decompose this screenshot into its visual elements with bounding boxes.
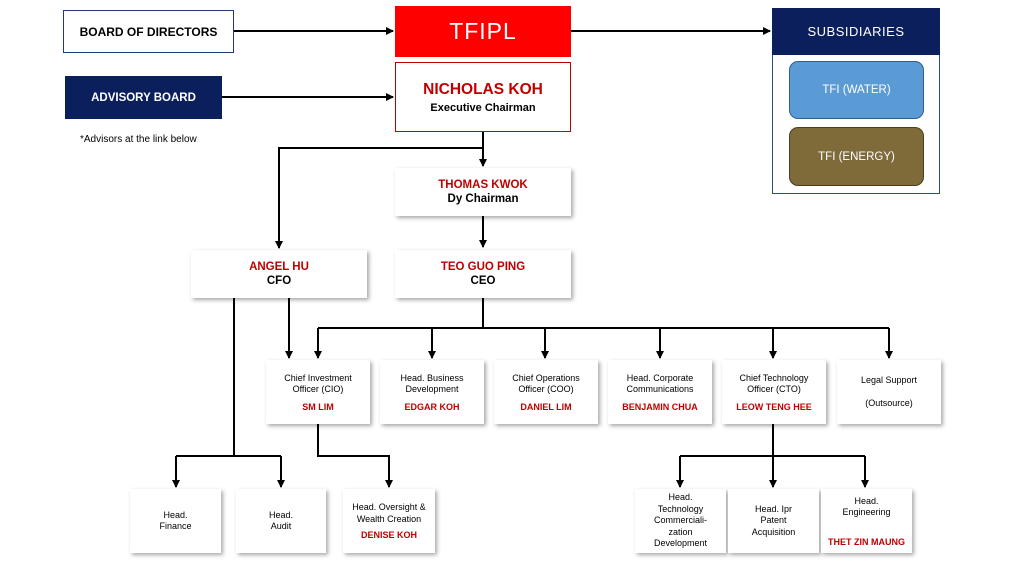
advisory-board-label: ADVISORY BOARD xyxy=(91,91,196,104)
cto-box: Chief Technology Officer (CTO) LEOW TENG… xyxy=(722,360,826,424)
coo-box: Chief Operations Officer (COO) DANIEL LI… xyxy=(494,360,598,424)
coo-title: Chief Operations Officer (COO) xyxy=(512,372,580,395)
advisory-board-box[interactable]: ADVISORY BOARD xyxy=(65,76,222,119)
cio-title: Chief Investment Officer (CIO) xyxy=(284,372,352,395)
corporate-communications-box: Head. Corporate Communications BENJAMIN … xyxy=(608,360,712,424)
cfo-role: CFO xyxy=(266,275,292,287)
subsidiary-water[interactable]: TFI (WATER) xyxy=(789,61,924,119)
subsidiaries-header: SUBSIDIARIES xyxy=(772,8,940,55)
audit-title: Head. Audit xyxy=(268,509,294,532)
finance-title: Head. Finance xyxy=(159,509,192,532)
oversight-title: Head. Oversight & Wealth Creation xyxy=(352,502,426,524)
dy-chairman-role: Dy Chairman xyxy=(447,193,519,205)
advisors-note: *Advisors at the link below xyxy=(80,134,197,145)
dy-chairman-name: THOMAS KWOK xyxy=(438,179,528,191)
business-development-box: Head. Business Development EDGAR KOH xyxy=(380,360,484,424)
legal-support-title: Legal Support xyxy=(860,375,918,385)
audit-box: Head. Audit xyxy=(236,489,326,553)
dy-chairman-box: THOMAS KWOK Dy Chairman xyxy=(395,168,571,216)
legal-support-note: (Outsource) xyxy=(865,397,913,408)
cto-title: Chief Technology Officer (CTO) xyxy=(739,372,809,395)
ipr-patent-box: Head. Ipr Patent Acquisition xyxy=(728,489,819,553)
oversight-box: Head. Oversight & Wealth Creation DENISE… xyxy=(343,489,435,553)
cto-name: LEOW TENG HEE xyxy=(736,401,812,412)
arrow-chairman-to-cfo xyxy=(275,147,483,249)
oversight-name: DENISE KOH xyxy=(360,530,417,540)
board-of-directors-box: BOARD OF DIRECTORS xyxy=(63,10,234,53)
ceo-role: CEO xyxy=(470,275,496,287)
engineering-title: Head. Engineering xyxy=(842,495,891,518)
technology-commercialization-title: Head. Technology Commerciali-zation Deve… xyxy=(653,492,708,549)
arrow-cio-to-oversight xyxy=(317,424,393,488)
subsidiary-water-label: TFI (WATER) xyxy=(822,84,891,96)
subsidiaries-label: SUBSIDIARIES xyxy=(807,24,905,39)
business-development-title: Head. Business Development xyxy=(400,372,464,395)
subsidiary-energy-label: TFI (ENERGY) xyxy=(818,150,895,163)
subsidiary-energy[interactable]: TFI (ENERGY) xyxy=(789,127,924,186)
technology-commercialization-box: Head. Technology Commerciali-zation Deve… xyxy=(635,489,726,553)
board-of-directors-label: BOARD OF DIRECTORS xyxy=(79,24,218,39)
ipr-patent-title: Head. Ipr Patent Acquisition xyxy=(751,503,796,537)
cfo-name: ANGEL HU xyxy=(249,261,309,273)
chairman-role: Executive Chairman xyxy=(430,101,536,114)
engineering-name: THET ZIN MAUNG xyxy=(828,536,905,547)
ceo-name: TEO GUO PING xyxy=(440,261,526,273)
coo-name: DANIEL LIM xyxy=(520,401,572,412)
ceo-box: TEO GUO PING CEO xyxy=(395,250,571,298)
corporate-communications-title: Head. Corporate Communications xyxy=(626,372,694,395)
engineering-box: Head. Engineering THET ZIN MAUNG xyxy=(821,489,912,553)
cio-box: Chief Investment Officer (CIO) SM LIM xyxy=(266,360,370,424)
finance-box: Head. Finance xyxy=(130,489,221,553)
tfipl-label: TFIPL xyxy=(449,18,517,44)
subsidiaries-panel: SUBSIDIARIES TFI (WATER) TFI (ENERGY) xyxy=(772,8,940,194)
cfo-box: ANGEL HU CFO xyxy=(191,250,367,298)
corporate-communications-name: BENJAMIN CHUA xyxy=(622,401,698,412)
legal-support-box: Legal Support (Outsource) xyxy=(837,360,941,424)
chairman-name: NICHOLAS KOH xyxy=(423,80,543,98)
tfipl-box: TFIPL xyxy=(395,6,571,57)
cio-name: SM LIM xyxy=(302,401,334,412)
business-development-name: EDGAR KOH xyxy=(404,401,460,412)
chairman-box: NICHOLAS KOH Executive Chairman xyxy=(395,62,571,132)
